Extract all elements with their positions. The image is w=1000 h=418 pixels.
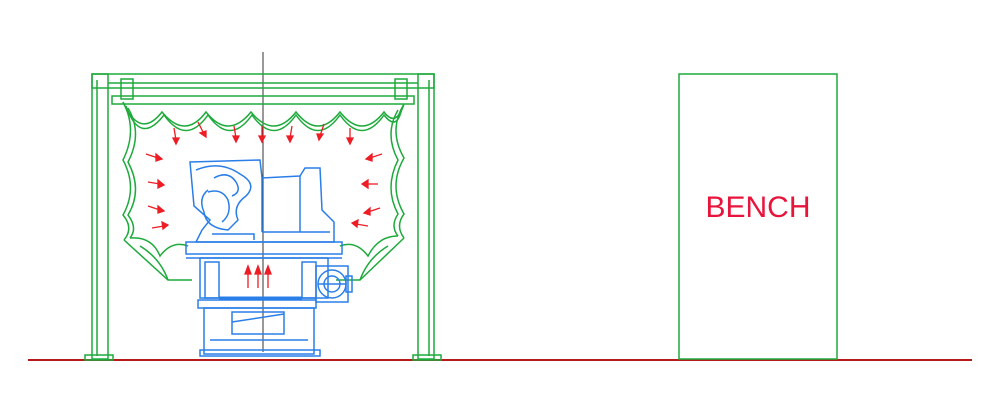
machine: [185, 159, 343, 357]
green-curtain-icon: [122, 101, 405, 281]
red-arrow-icon: [364, 152, 383, 162]
airflow-arrows: [145, 121, 383, 288]
bench: [678, 73, 838, 360]
red-arrow-icon: [244, 264, 252, 288]
red-arrow-icon: [147, 204, 166, 214]
booth-frame: [84, 73, 442, 361]
red-arrow-icon: [360, 178, 378, 190]
red-arrow-icon: [345, 128, 355, 146]
red-arrow-icon: [231, 125, 241, 144]
red-arrow-icon: [257, 126, 267, 144]
bench-label: BENCH: [705, 191, 810, 224]
red-arrow-icon: [316, 123, 325, 142]
red-arrow-icon: [151, 220, 170, 231]
red-arrow-icon: [254, 264, 262, 288]
red-arrow-icon: [147, 178, 166, 190]
motor-icon: [315, 265, 353, 303]
red-arrow-icon: [171, 127, 181, 146]
red-arrow-icon: [264, 264, 272, 288]
red-arrow-icon: [145, 152, 164, 162]
red-arrow-icon: [197, 121, 207, 139]
red-arrow-icon: [362, 206, 381, 216]
red-arrow-icon: [285, 125, 295, 144]
red-arrow-icon: [350, 218, 369, 229]
